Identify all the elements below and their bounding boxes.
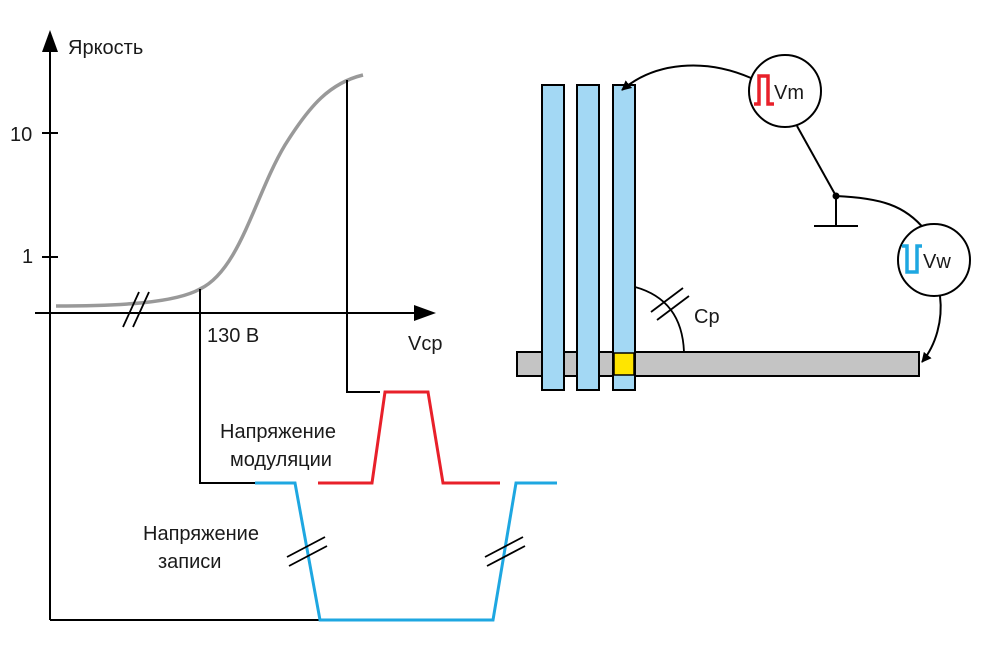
max-projection [346, 80, 380, 393]
cp-label: Cp [694, 306, 720, 328]
vm-source-circle [748, 54, 822, 128]
electrode-column-1 [541, 84, 565, 391]
write-break-mark [288, 545, 328, 567]
modulation-label-line1: Напряжение [220, 421, 336, 443]
cp-capacitor-plate [650, 287, 684, 313]
electrode-circuit: Cp Vm Vw [516, 54, 971, 391]
y-axis-arrow-icon [42, 30, 58, 52]
write-waveform [255, 481, 557, 622]
vw-wire-to-bar [921, 295, 942, 363]
vm-wire-to-ground [796, 125, 837, 197]
tick-label-10: 10 [10, 124, 32, 146]
write-break-mark [484, 536, 524, 558]
cp-angle-arc [634, 286, 685, 353]
modulation-label-line2: модуляции [230, 449, 332, 471]
tick-label-1: 1 [22, 246, 33, 268]
vw-pulse-icon [902, 244, 922, 274]
vw-label: Vw [923, 251, 951, 273]
projection-lines [50, 80, 380, 621]
threshold-projection [199, 289, 255, 484]
write-break-mark [486, 545, 526, 567]
curve-break-mark [122, 291, 140, 328]
write-label-line2: записи [158, 551, 221, 573]
brightness-graph: Яркость Vcp 10 1 130 В [10, 30, 442, 620]
vm-wire-to-electrode [621, 64, 752, 91]
x-axis-label: Vcp [408, 333, 442, 355]
vm-pulse-icon [754, 74, 774, 106]
selected-cell [613, 352, 635, 376]
brightness-curve [55, 73, 364, 308]
vw-source-circle [897, 223, 971, 297]
electrode-column-2 [576, 84, 600, 391]
write-break-mark [286, 536, 326, 558]
write-label-line1: Напряжение [143, 523, 259, 545]
electrode-column-3 [612, 84, 636, 391]
modulation-waveform [318, 390, 500, 485]
threshold-label: 130 В [207, 325, 259, 347]
x-axis-arrow-icon [414, 305, 436, 321]
curve-break-mark [132, 291, 150, 328]
y-axis-label: Яркость [68, 37, 143, 59]
ground-wire-to-vw [835, 195, 926, 231]
vm-label: Vm [774, 82, 804, 104]
cp-capacitor-plate [656, 295, 690, 321]
